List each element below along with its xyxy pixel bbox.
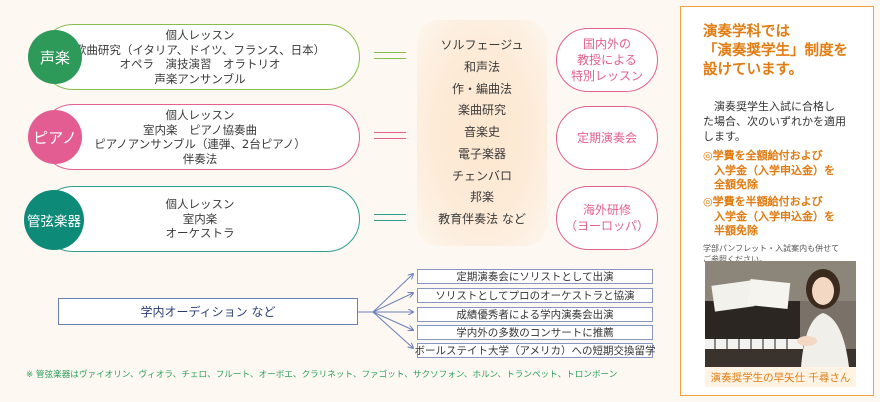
option-line: 入学金（入学申込金）を bbox=[703, 209, 835, 223]
overseas-training-line: 海外研修 bbox=[582, 203, 631, 217]
overseas-training-line: （ヨーロッパ） bbox=[564, 219, 649, 233]
orchestral-course-box: 個人レッスン 室内楽 オーケストラ bbox=[40, 186, 360, 252]
student-photo bbox=[705, 261, 856, 367]
subject-item: 作・編曲法 bbox=[451, 81, 512, 96]
regular-concert-pill: 定期演奏会 bbox=[556, 106, 658, 170]
piano-student-illustration bbox=[705, 261, 856, 367]
option-line: ◎学費を半額給付および bbox=[703, 195, 823, 208]
subject-item: 邦楽 bbox=[469, 190, 494, 205]
option-line: 入学金（入学申込金）を bbox=[703, 163, 835, 177]
regular-concert-line: 定期演奏会 bbox=[576, 131, 637, 145]
vocal-connector bbox=[374, 52, 406, 59]
piano-connector bbox=[374, 132, 406, 139]
subject-item: チェンバロ bbox=[451, 168, 512, 183]
orchestral-badge: 管弦楽器 bbox=[24, 190, 84, 250]
scholarship-panel: 演奏学科では 「演奏奨学生」制度を 設けています。 演奏奨学生入試に合格し た場… bbox=[680, 6, 874, 396]
subject-item: 教育伴奏法 など bbox=[438, 212, 526, 227]
orchestral-connector bbox=[374, 214, 406, 221]
panel-body-line: します。 bbox=[703, 130, 746, 143]
piano-line: 伴奏法 bbox=[182, 151, 218, 166]
full-scholarship-option: ◎学費を全額給付および 入学金（入学申込金）を 全額免除 bbox=[703, 149, 869, 193]
special-lesson-line: 特別レッスン bbox=[570, 69, 643, 83]
panel-title-line: 設けています。 bbox=[703, 62, 804, 78]
vocal-line: 個人レッスン bbox=[165, 28, 235, 42]
panel-title: 演奏学科では 「演奏奨学生」制度を 設けています。 bbox=[703, 23, 848, 80]
orchestral-line: 室内楽 bbox=[182, 211, 218, 226]
opportunity-item: 定期演奏会にソリストとして出演 bbox=[417, 269, 653, 284]
audition-box: 学内オーディション など bbox=[58, 298, 358, 325]
subject-item: 楽曲研究 bbox=[457, 103, 506, 118]
opportunity-item: ボールステイト大学（アメリカ）への短期交換留学 bbox=[414, 343, 656, 358]
panel-title-line: 「演奏奨学生」制度を bbox=[703, 43, 848, 59]
opportunity-item: 学内外の多数のコンサートに推薦 bbox=[417, 325, 653, 340]
subject-item: 和声法 bbox=[463, 59, 500, 74]
instrument-footnote: ※ 管弦楽器はヴァイオリン、ヴィオラ、チェロ、フルート、オーボエ、クラリネット、… bbox=[26, 370, 618, 380]
special-lesson-line: 国内外の bbox=[582, 37, 631, 51]
opportunity-item: 成績優秀者による学内演奏会出演 bbox=[417, 307, 653, 322]
branch-arrows bbox=[357, 268, 425, 350]
orchestral-line: オーケストラ bbox=[165, 226, 235, 241]
panel-body-line: 演奏奨学生入試に合格し bbox=[714, 100, 835, 113]
vocal-course-box: 個人レッスン 歌曲研究（イタリア、ドイツ、フランス、日本） オペラ 演技演習 オ… bbox=[40, 24, 360, 90]
piano-line: ピアノアンサンブル（連弾、2台ピアノ） bbox=[94, 137, 306, 151]
half-scholarship-option: ◎学費を半額給付および 入学金（入学申込金）を 半額免除 bbox=[703, 195, 869, 239]
note-line: ご参照ください。 bbox=[703, 255, 767, 264]
photo-caption: 演奏奨学生の早矢仕 千尋さん bbox=[705, 367, 856, 387]
common-subjects-box: ソルフェージュ 和声法 作・編曲法 楽曲研究 音楽史 電子楽器 チェンバロ 邦楽… bbox=[417, 20, 547, 246]
panel-note: 学部パンフレット・入試案内も併せて ご参照ください。 bbox=[703, 243, 869, 265]
panel-body-line: た場合、次のいずれかを適用 bbox=[703, 115, 846, 128]
vocal-badge: 声楽 bbox=[28, 30, 82, 84]
vocal-line: オペラ 演技演習 オラトリオ bbox=[119, 57, 281, 71]
panel-title-line: 演奏学科では bbox=[703, 24, 790, 40]
option-line: 半額免除 bbox=[703, 224, 758, 237]
vocal-line: 歌曲研究（イタリア、ドイツ、フランス、日本） bbox=[74, 42, 326, 57]
opportunity-item: ソリストとしてプロのオーケストラと協演 bbox=[417, 288, 653, 303]
special-lesson-line: 教授による bbox=[577, 53, 637, 67]
vocal-line: 声楽アンサンブル bbox=[154, 71, 246, 86]
subject-item: ソルフェージュ bbox=[440, 37, 524, 52]
special-lesson-pill: 国内外の 教授による 特別レッスン bbox=[556, 28, 658, 92]
subject-item: 電子楽器 bbox=[457, 146, 506, 161]
note-line: 学部パンフレット・入試案内も併せて bbox=[703, 244, 840, 253]
panel-body: 演奏奨学生入試に合格し た場合、次のいずれかを適用 します。 bbox=[703, 99, 865, 144]
orchestral-line: 個人レッスン bbox=[165, 197, 235, 212]
piano-course-box: 個人レッスン 室内楽 ピアノ協奏曲 ピアノアンサンブル（連弾、2台ピアノ） 伴奏… bbox=[40, 104, 360, 170]
subject-item: 音楽史 bbox=[463, 125, 500, 140]
overseas-training-pill: 海外研修 （ヨーロッパ） bbox=[556, 186, 658, 250]
piano-line: 室内楽 ピアノ協奏曲 bbox=[143, 122, 257, 137]
option-line: 全額免除 bbox=[703, 178, 758, 191]
piano-line: 個人レッスン bbox=[165, 108, 235, 122]
option-line: ◎学費を全額給付および bbox=[703, 149, 823, 162]
piano-badge: ピアノ bbox=[28, 110, 82, 164]
